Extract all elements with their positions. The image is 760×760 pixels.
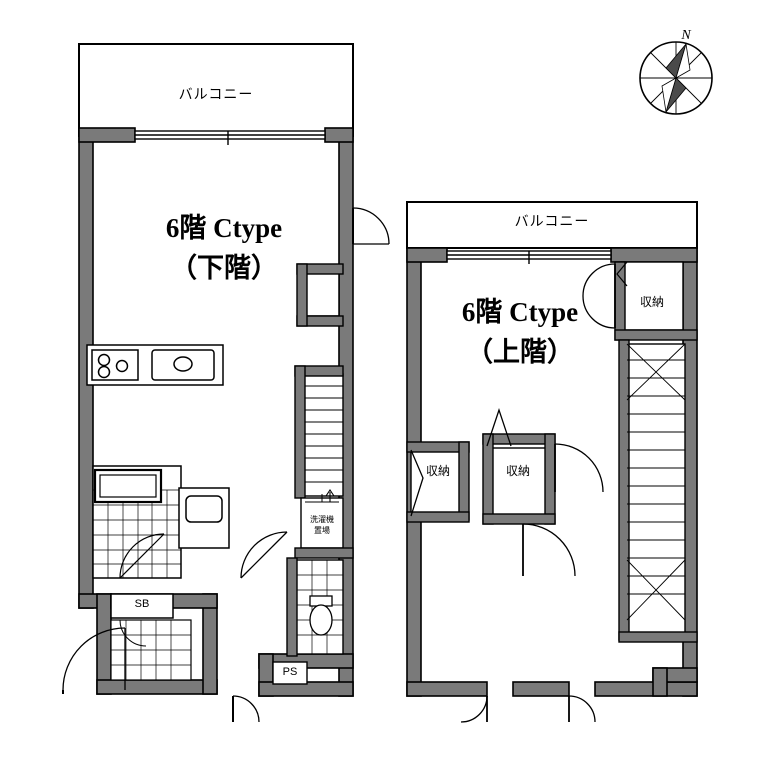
- pipe-shaft-label: PS: [282, 666, 298, 678]
- switchboard-box: [110, 593, 174, 619]
- upper-door-arcs: [410, 263, 616, 723]
- laundry-label-line2: 置場: [314, 526, 330, 535]
- upper-stairs: [618, 339, 698, 643]
- upper-unit-subtitle: （上階）: [466, 337, 574, 367]
- upper-balcony-label: バルコニー: [514, 213, 590, 229]
- lower-balcony-window: [134, 130, 326, 145]
- upper-floor-plan: [406, 201, 698, 723]
- lower-unit-subtitle: （下階）: [170, 253, 278, 283]
- laundry-label-line1: 洗濯機: [310, 515, 334, 524]
- middle-storages: [406, 433, 556, 525]
- bathroom-area: [92, 465, 230, 579]
- left-storage-label: 収納: [425, 464, 450, 478]
- lower-balcony-label: バルコニー: [178, 86, 254, 102]
- center-storage-label: 収納: [505, 464, 530, 478]
- upper-right-storage-label: 収納: [639, 295, 664, 309]
- kitchen-counter: [86, 344, 224, 386]
- compass-north-label: N: [681, 28, 691, 43]
- entrance-tile: [62, 619, 192, 694]
- lower-unit-title: 6階 Ctype: [165, 213, 283, 243]
- switchboard-label: SB: [134, 598, 150, 610]
- lower-door-arcs: [232, 207, 390, 723]
- upper-balcony-outline: [406, 201, 698, 249]
- lower-unit-walls: [78, 127, 354, 697]
- upper-balcony-window: [446, 250, 612, 264]
- lower-stairs-and-shaft: [272, 263, 354, 685]
- lower-floor-plan: [62, 43, 390, 723]
- compass-rose: [639, 41, 713, 115]
- upper-unit-title: 6階 Ctype: [461, 297, 579, 327]
